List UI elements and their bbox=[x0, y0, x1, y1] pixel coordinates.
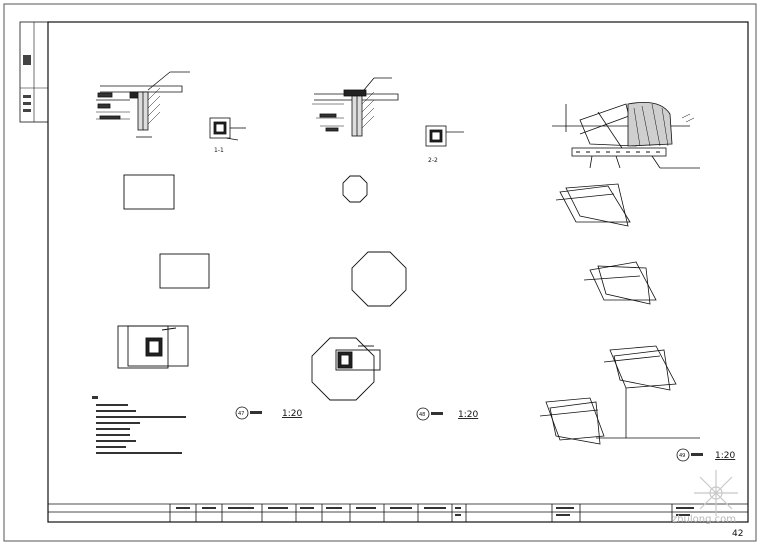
plan-48-octagon-small bbox=[342, 175, 368, 203]
plan-49-square-2 bbox=[583, 261, 657, 305]
plan-47-rect-mid bbox=[159, 253, 210, 289]
caption-49-scale: 1:20 bbox=[715, 451, 735, 461]
caption-47-scale: 1:20 bbox=[282, 409, 302, 419]
plan-48-detail bbox=[335, 345, 381, 371]
plan-49-square-3 bbox=[596, 345, 700, 439]
caption-48: 48 1:20 bbox=[416, 407, 478, 421]
caption-48-number: 48 bbox=[419, 412, 425, 418]
plan-47-detail bbox=[117, 325, 189, 369]
section-1-1-label: 1-1 bbox=[214, 147, 224, 154]
section-2-2-label: 2-2 bbox=[428, 157, 438, 164]
detail-section-1 bbox=[96, 71, 190, 138]
binding-strip bbox=[19, 21, 49, 123]
notes-block bbox=[92, 396, 186, 454]
detail-2-2 bbox=[425, 125, 464, 147]
detail-foundation bbox=[552, 101, 700, 169]
caption-47-number: 47 bbox=[238, 411, 244, 417]
title-block bbox=[48, 503, 748, 522]
caption-48-scale: 1:20 bbox=[458, 410, 478, 420]
plan-49-square-4 bbox=[539, 397, 605, 445]
title-block-text bbox=[176, 507, 694, 516]
page-number: 42 bbox=[732, 529, 743, 539]
plan-47-rect-top bbox=[123, 174, 175, 210]
watermark-logo-icon bbox=[694, 470, 738, 516]
caption-47: 47 1:20 bbox=[235, 406, 302, 420]
detail-section-2 bbox=[312, 77, 399, 137]
drawing-frame bbox=[47, 21, 749, 523]
plan-48-octagon-large bbox=[311, 337, 375, 401]
plan-49-square-1 bbox=[555, 183, 631, 227]
caption-49: 49 1:20 bbox=[676, 448, 735, 462]
detail-1-1 bbox=[209, 117, 246, 141]
plan-48-octagon-mid bbox=[351, 251, 407, 307]
outer-border bbox=[3, 3, 757, 542]
watermark-text: zhulong.com bbox=[671, 514, 736, 525]
caption-49-number: 49 bbox=[679, 453, 685, 459]
